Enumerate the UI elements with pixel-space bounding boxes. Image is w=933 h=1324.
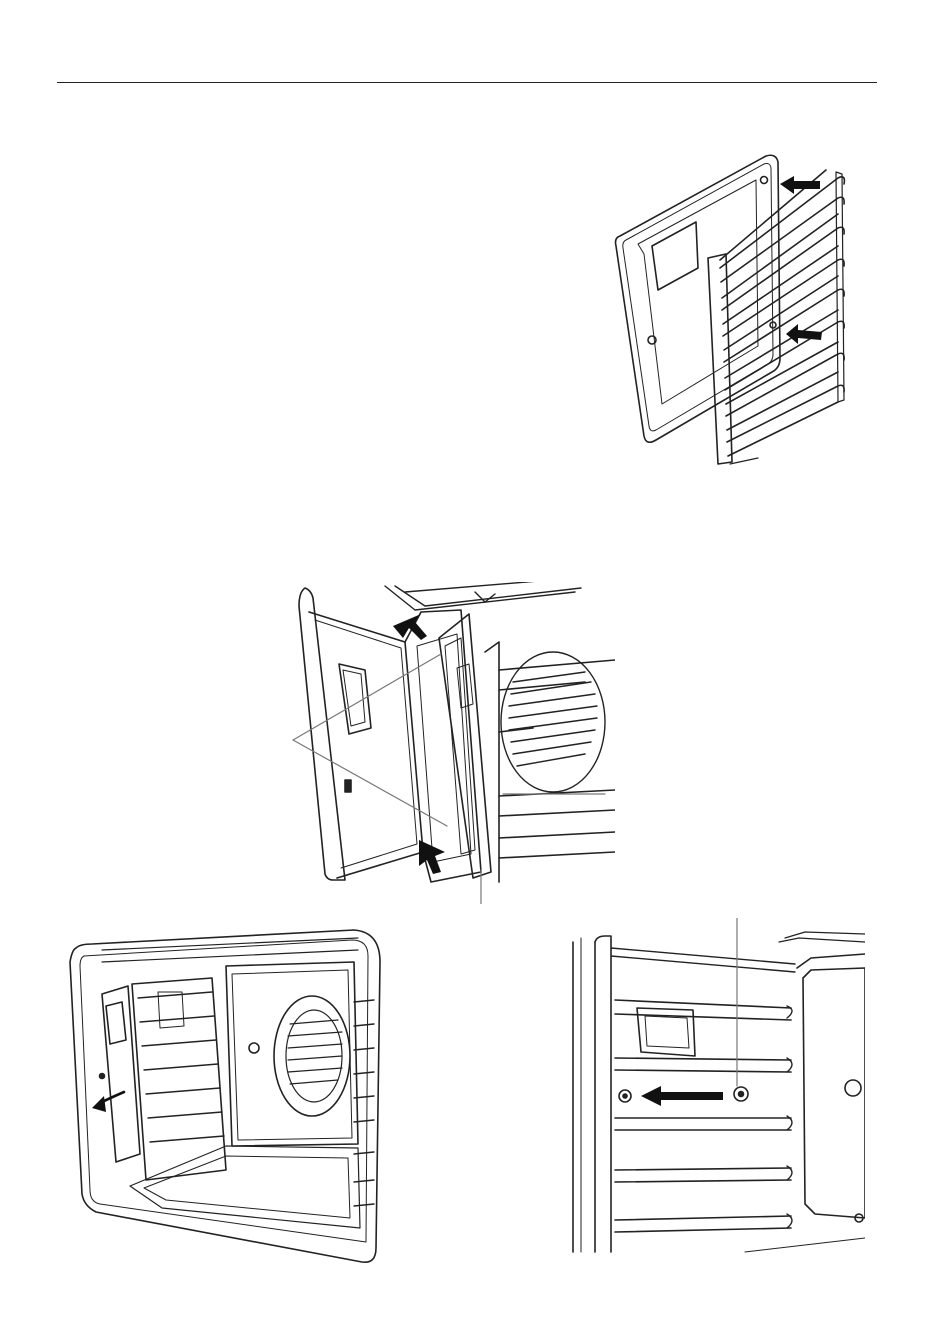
side-panel-runners-illustration bbox=[608, 150, 870, 490]
header-rule bbox=[57, 82, 877, 83]
figure-runner-slide-off bbox=[565, 918, 865, 1258]
arrow-icon bbox=[393, 614, 445, 874]
arrow-icon bbox=[641, 1086, 723, 1106]
oven-cavity-swing-illustration bbox=[62, 922, 392, 1267]
curved-arrow-icon bbox=[92, 1092, 124, 1112]
oven-door-runner-illustration bbox=[285, 582, 615, 904]
runner-slide-off-illustration bbox=[565, 918, 865, 1258]
arrow-icon bbox=[780, 176, 822, 344]
figure-oven-door-runner bbox=[285, 582, 615, 904]
figure-oven-cavity-swing bbox=[62, 922, 392, 1267]
figure-side-panel-runners bbox=[608, 150, 870, 490]
